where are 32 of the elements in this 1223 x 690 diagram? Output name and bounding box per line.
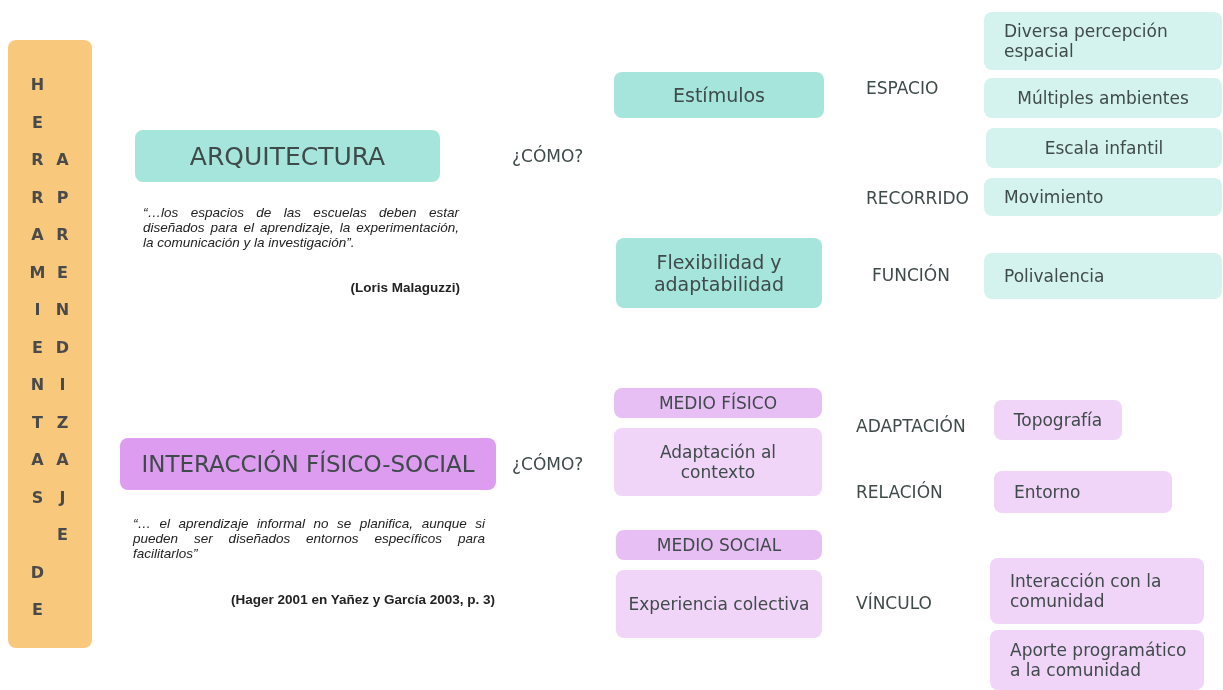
question-text: ¿CÓMO? — [512, 146, 584, 166]
question-text: ¿CÓMO? — [512, 454, 584, 474]
citation-text: (Hager 2001 en Yañez y García 2003, p. 3) — [230, 592, 495, 607]
category-label: FUNCIÓN — [872, 265, 950, 285]
concept-box: Estímulos — [614, 72, 824, 118]
concept-box: Movimiento — [984, 178, 1222, 216]
concept-box: Interacción con la comunidad — [990, 558, 1204, 624]
concept-box: Polivalencia — [984, 253, 1222, 299]
category-label: RELACIÓN — [856, 482, 943, 502]
concept-box: MEDIO FÍSICO — [614, 388, 822, 418]
concept-box: Aporte programático a la comunidad — [990, 630, 1204, 690]
category-label: VÍNCULO — [856, 593, 932, 613]
side-banner — [8, 40, 92, 648]
concept-box: Escala infantil — [986, 128, 1222, 168]
category-label: ADAPTACIÓN — [856, 416, 966, 436]
category-label: RECORRIDO — [866, 188, 969, 208]
vertical-title: APRENDIZAJE — [53, 150, 72, 563]
concept-box: Diversa percepción espacial — [984, 12, 1222, 70]
concept-box: Topografía — [994, 400, 1122, 440]
quote-text: “… el aprendizaje informal no se planifica, aunque si pueden ser diseñados entornos específicos para facilitarlos” — [133, 516, 485, 561]
category-label: ESPACIO — [866, 78, 939, 98]
concept-box: INTERACCIÓN FÍSICO-SOCIAL — [120, 438, 496, 490]
concept-box: MEDIO SOCIAL — [616, 530, 822, 560]
vertical-title: HERRAMIENTAS DE — [28, 75, 47, 638]
concept-box: Adaptación al contexto — [614, 428, 822, 496]
concept-box: Flexibilidad y adaptabilidad — [616, 238, 822, 308]
quote-text: “…los espacios de las escuelas deben estar diseñados para el aprendizaje, la experimentación, la comunicación y la investigación”. — [143, 205, 459, 250]
concept-box: Entorno — [994, 471, 1172, 513]
concept-box: Múltiples ambientes — [984, 78, 1222, 118]
concept-box: ARQUITECTURA — [135, 130, 440, 182]
concept-box: Experiencia colectiva — [616, 570, 822, 638]
citation-text: (Loris Malaguzzi) — [349, 280, 460, 295]
